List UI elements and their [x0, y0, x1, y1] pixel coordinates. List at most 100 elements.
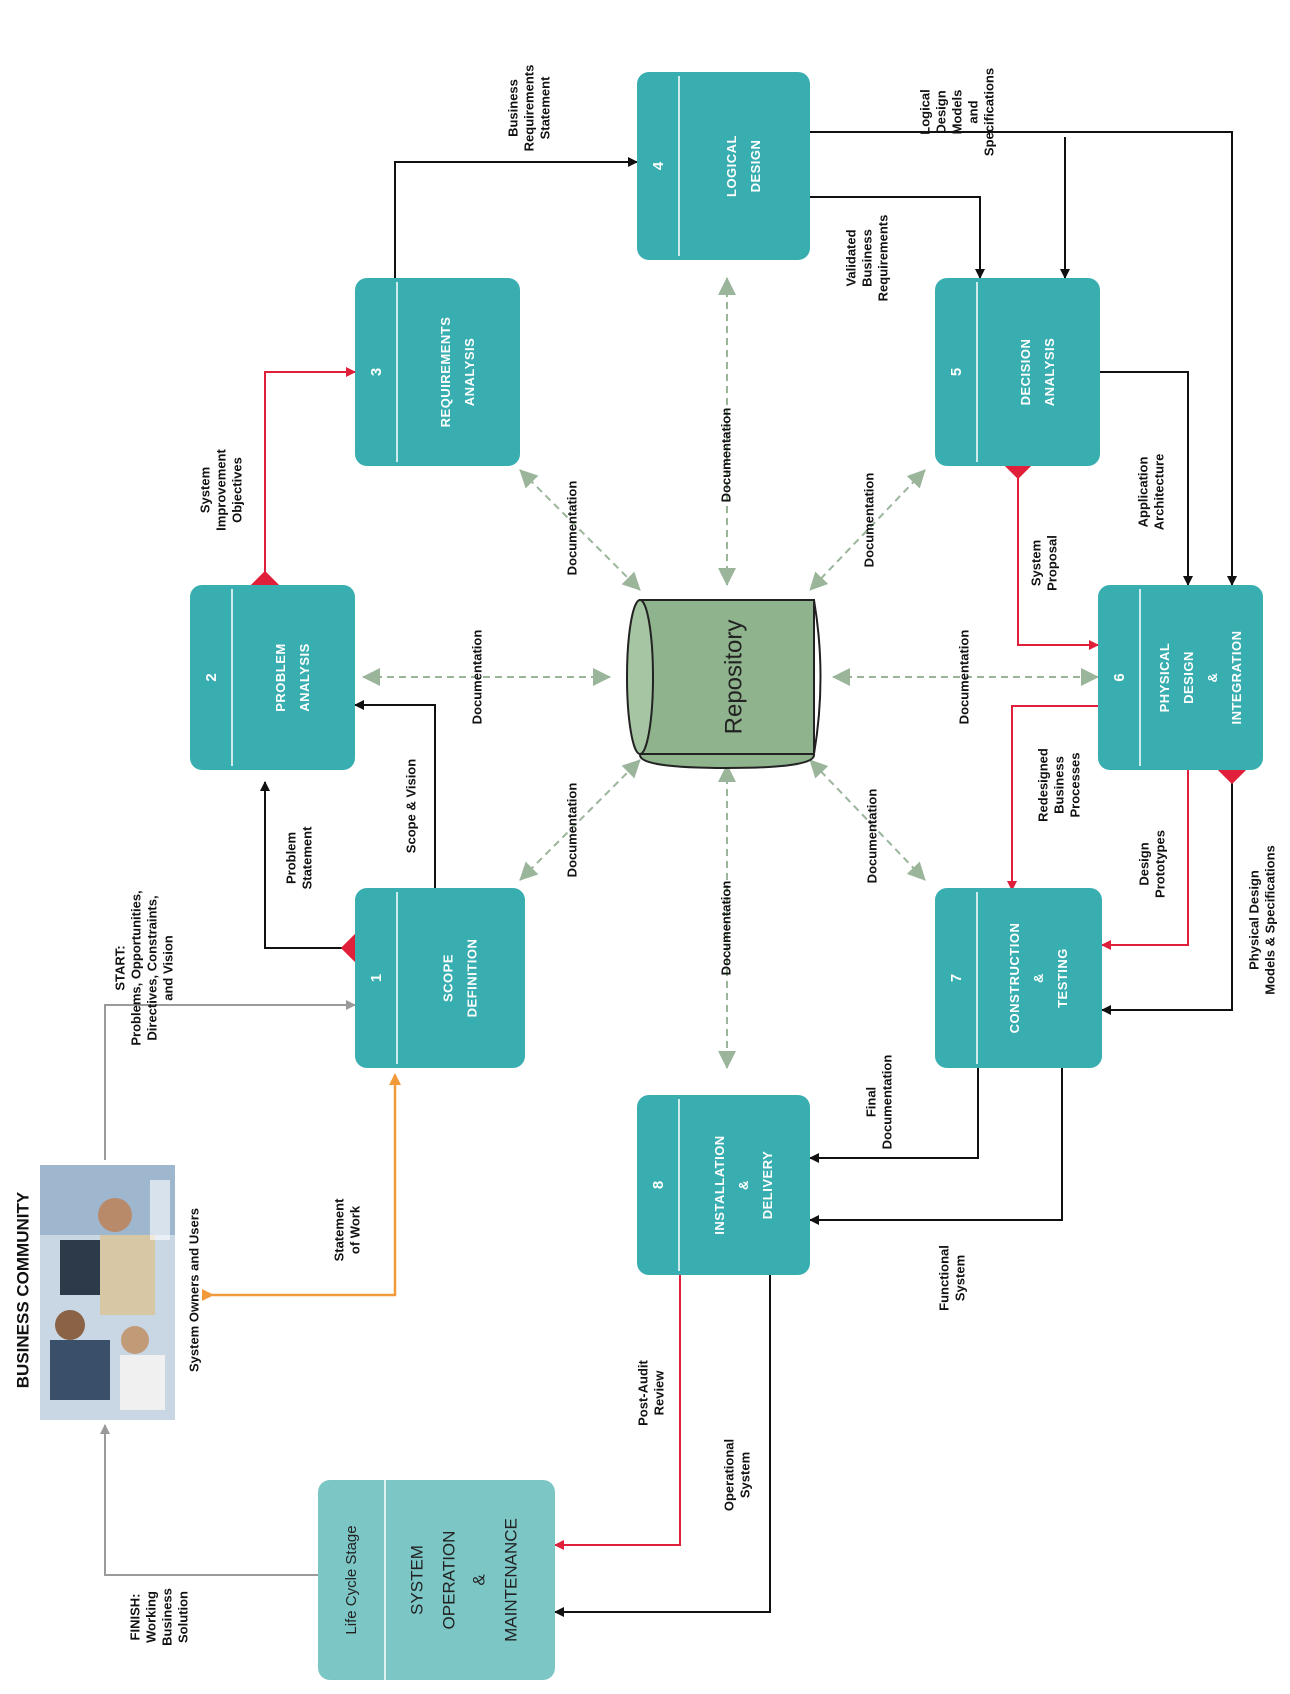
- label-design-prototypes-line: Design: [1136, 842, 1151, 885]
- arrow-design-prototypes: [1101, 770, 1189, 950]
- label-validated-requirements-line: Requirements: [875, 215, 890, 302]
- arrow-physical-design-models: [1101, 770, 1233, 1015]
- label-validated-requirements-line: Business: [859, 229, 874, 287]
- label-system-improvement-line: Objectives: [229, 457, 244, 523]
- label-redesigned-processes-line: Business: [1051, 756, 1066, 814]
- operation-line-2: OPERATION: [439, 1531, 458, 1630]
- label-start-line: Directives, Constraints,: [144, 895, 159, 1040]
- operation-line-1: SYSTEM: [407, 1545, 426, 1615]
- phase-number-8: 8: [650, 1181, 667, 1189]
- doc-label-1: Documentation: [564, 783, 579, 878]
- phase-1-name-line: SCOPE: [440, 954, 455, 1002]
- label-design-prototypes-line: Prototypes: [1152, 830, 1167, 898]
- phase-6-name-line: PHYSICAL: [1157, 643, 1172, 713]
- phase-8-name-line: &: [736, 1180, 751, 1190]
- phase-number-4: 4: [650, 161, 667, 170]
- phase-7-name-line: CONSTRUCTION: [1007, 923, 1022, 1034]
- label-start-line: Problems, Opportunities,: [128, 890, 143, 1045]
- label-statement-of-work-line: of Work: [347, 1205, 362, 1254]
- label-finish-line: Working: [143, 1591, 158, 1643]
- label-final-documentation-line: Documentation: [879, 1055, 894, 1150]
- label-operational-system-line: System: [737, 1452, 752, 1498]
- label-system-improvement-line: Improvement: [213, 449, 228, 531]
- label-problem-statement-line: Problem: [283, 832, 298, 884]
- phase-number-3: 3: [368, 368, 385, 376]
- phase-box-8: 8 INSTALLATION&DELIVERY: [637, 1095, 810, 1275]
- arrow-start: [104, 1000, 356, 1160]
- documentation-arrows: [362, 277, 1099, 1069]
- phase-8-name-line: DELIVERY: [760, 1151, 775, 1220]
- label-finish-line: FINISH:: [127, 1594, 142, 1641]
- phase-3-name-line: ANALYSIS: [462, 338, 477, 407]
- phase-7-name-line: &: [1031, 973, 1046, 983]
- label-validated-requirements-line: Validated: [843, 229, 858, 286]
- label-logical-design-models-line: Design: [933, 90, 948, 133]
- doc-label-2: Documentation: [469, 630, 484, 725]
- label-start-line: and Vision: [160, 935, 175, 1001]
- label-business-requirements-line: Requirements: [521, 65, 536, 152]
- arrow-validated-requirements: [810, 196, 985, 279]
- operation-box: Life Cycle Stage SYSTEM OPERATION & MAIN…: [318, 1480, 555, 1680]
- phase-number-2: 2: [203, 673, 220, 681]
- label-operational-system-line: Operational: [721, 1439, 736, 1511]
- label-scope-vision: Scope & Vision: [403, 759, 418, 853]
- label-redesigned-processes-line: Redesigned: [1035, 748, 1050, 822]
- label-finish-line: Business: [159, 1588, 174, 1646]
- label-post-audit-line: Review: [651, 1370, 666, 1416]
- label-system-improvement-line: System: [197, 467, 212, 513]
- label-physical-design-models-line: Physical Design: [1246, 870, 1261, 970]
- label-application-architecture-line: Architecture: [1151, 454, 1166, 531]
- phase-box-3: 3 REQUIREMENTS ANALYSIS: [355, 278, 520, 466]
- arrow-finish: [100, 1424, 318, 1576]
- label-business-requirements-line: Statement: [537, 76, 552, 140]
- label-logical-design-models-line: Specifications: [981, 68, 996, 156]
- phase-3-name-line: REQUIREMENTS: [438, 317, 453, 428]
- phase-8-name-line: INSTALLATION: [712, 1135, 727, 1234]
- arrow-statement-of-work: [202, 1073, 401, 1301]
- label-functional-system-line: System: [952, 1255, 967, 1301]
- label-start-line: START:: [112, 945, 127, 990]
- doc-label-6: Documentation: [956, 630, 971, 725]
- doc-label-7: Documentation: [864, 789, 879, 884]
- phase-4-name-line: LOGICAL: [724, 135, 739, 197]
- doc-arrow-7: [809, 759, 926, 881]
- arrow-system-proposal: [1017, 465, 1099, 650]
- phase-6-name-line: INTEGRATION: [1229, 630, 1244, 724]
- doc-label-8: Documentation: [718, 881, 733, 976]
- label-redesigned-processes-line: Processes: [1067, 752, 1082, 817]
- arrow-system-improvement: [264, 367, 356, 585]
- label-physical-design-models-line: Models & Specifications: [1262, 845, 1277, 995]
- doc-label-4: Documentation: [718, 408, 733, 503]
- operation-header: Life Cycle Stage: [343, 1525, 360, 1634]
- repository-cylinder: Repository: [626, 599, 822, 770]
- phase-6-name-line: DESIGN: [1181, 651, 1196, 704]
- arrow-application-architecture: [1100, 371, 1193, 586]
- label-business-requirements-line: Business: [505, 79, 520, 137]
- arrow-final-documentation: [809, 1067, 979, 1163]
- label-system-proposal-line: Proposal: [1044, 535, 1059, 591]
- label-application-architecture-line: Application: [1135, 457, 1150, 528]
- arrow-logical-to-physical: [810, 131, 1237, 586]
- phase-5-name-line: ANALYSIS: [1042, 338, 1057, 407]
- arrow-problem-statement: [260, 781, 355, 949]
- label-finish-line: Solution: [175, 1591, 190, 1643]
- phase-7-name-line: TESTING: [1055, 948, 1070, 1008]
- flow-arrows: [100, 131, 1237, 1617]
